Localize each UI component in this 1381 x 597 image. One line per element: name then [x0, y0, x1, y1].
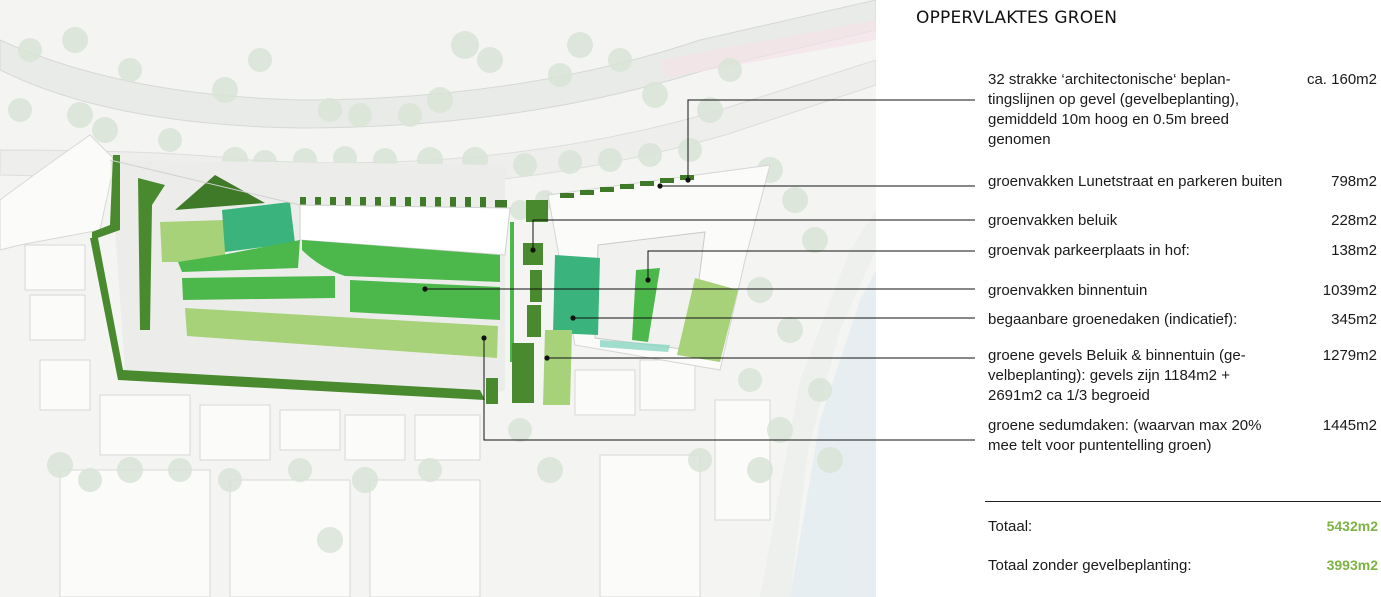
total-without-facade-label: Totaal zonder gevelbeplanting: [988, 557, 1192, 574]
legend-item-label: groenvak parkeerplaats in hof: [988, 242, 1190, 259]
legend-item-label: groenvakken Lunetstraat en parkeren buit… [988, 173, 1283, 190]
legend-item-label: groene gevels Beluik & binnentuin (ge-ve… [988, 347, 1246, 404]
site-plan-map [0, 0, 876, 597]
legend-item-value: 1279m2 [1322, 347, 1377, 364]
legend-title: OPPERVLAKTES GROEN [916, 8, 1118, 28]
legend-item-value: 1039m2 [1322, 282, 1377, 299]
legend-item-label: groenvakken beluik [988, 212, 1118, 229]
legend-item-label: groene sedumdaken: (waarvan max 20% mee … [988, 417, 1262, 454]
legend-item-label: 32 strakke ‘architectonische‘ beplan-tin… [988, 71, 1240, 148]
legend-item-value: 345m2 [1331, 311, 1377, 328]
legend-item-value: 798m2 [1331, 173, 1377, 190]
legend-item-value: ca. 160m2 [1306, 71, 1377, 88]
legend-item-value: 138m2 [1331, 242, 1377, 259]
legend-item-label: groenvakken binnentuin [988, 282, 1148, 299]
totals-divider [985, 501, 1381, 502]
legend-item-label: begaanbare groenedaken (indicatief): [988, 311, 1238, 328]
total-without-facade-value: 3993m2 [1326, 557, 1378, 573]
total-label: Totaal: [988, 518, 1033, 535]
total-value: 5432m2 [1326, 518, 1378, 534]
legend-item-value: 228m2 [1331, 212, 1377, 229]
legend-item-value: 1445m2 [1322, 417, 1377, 434]
